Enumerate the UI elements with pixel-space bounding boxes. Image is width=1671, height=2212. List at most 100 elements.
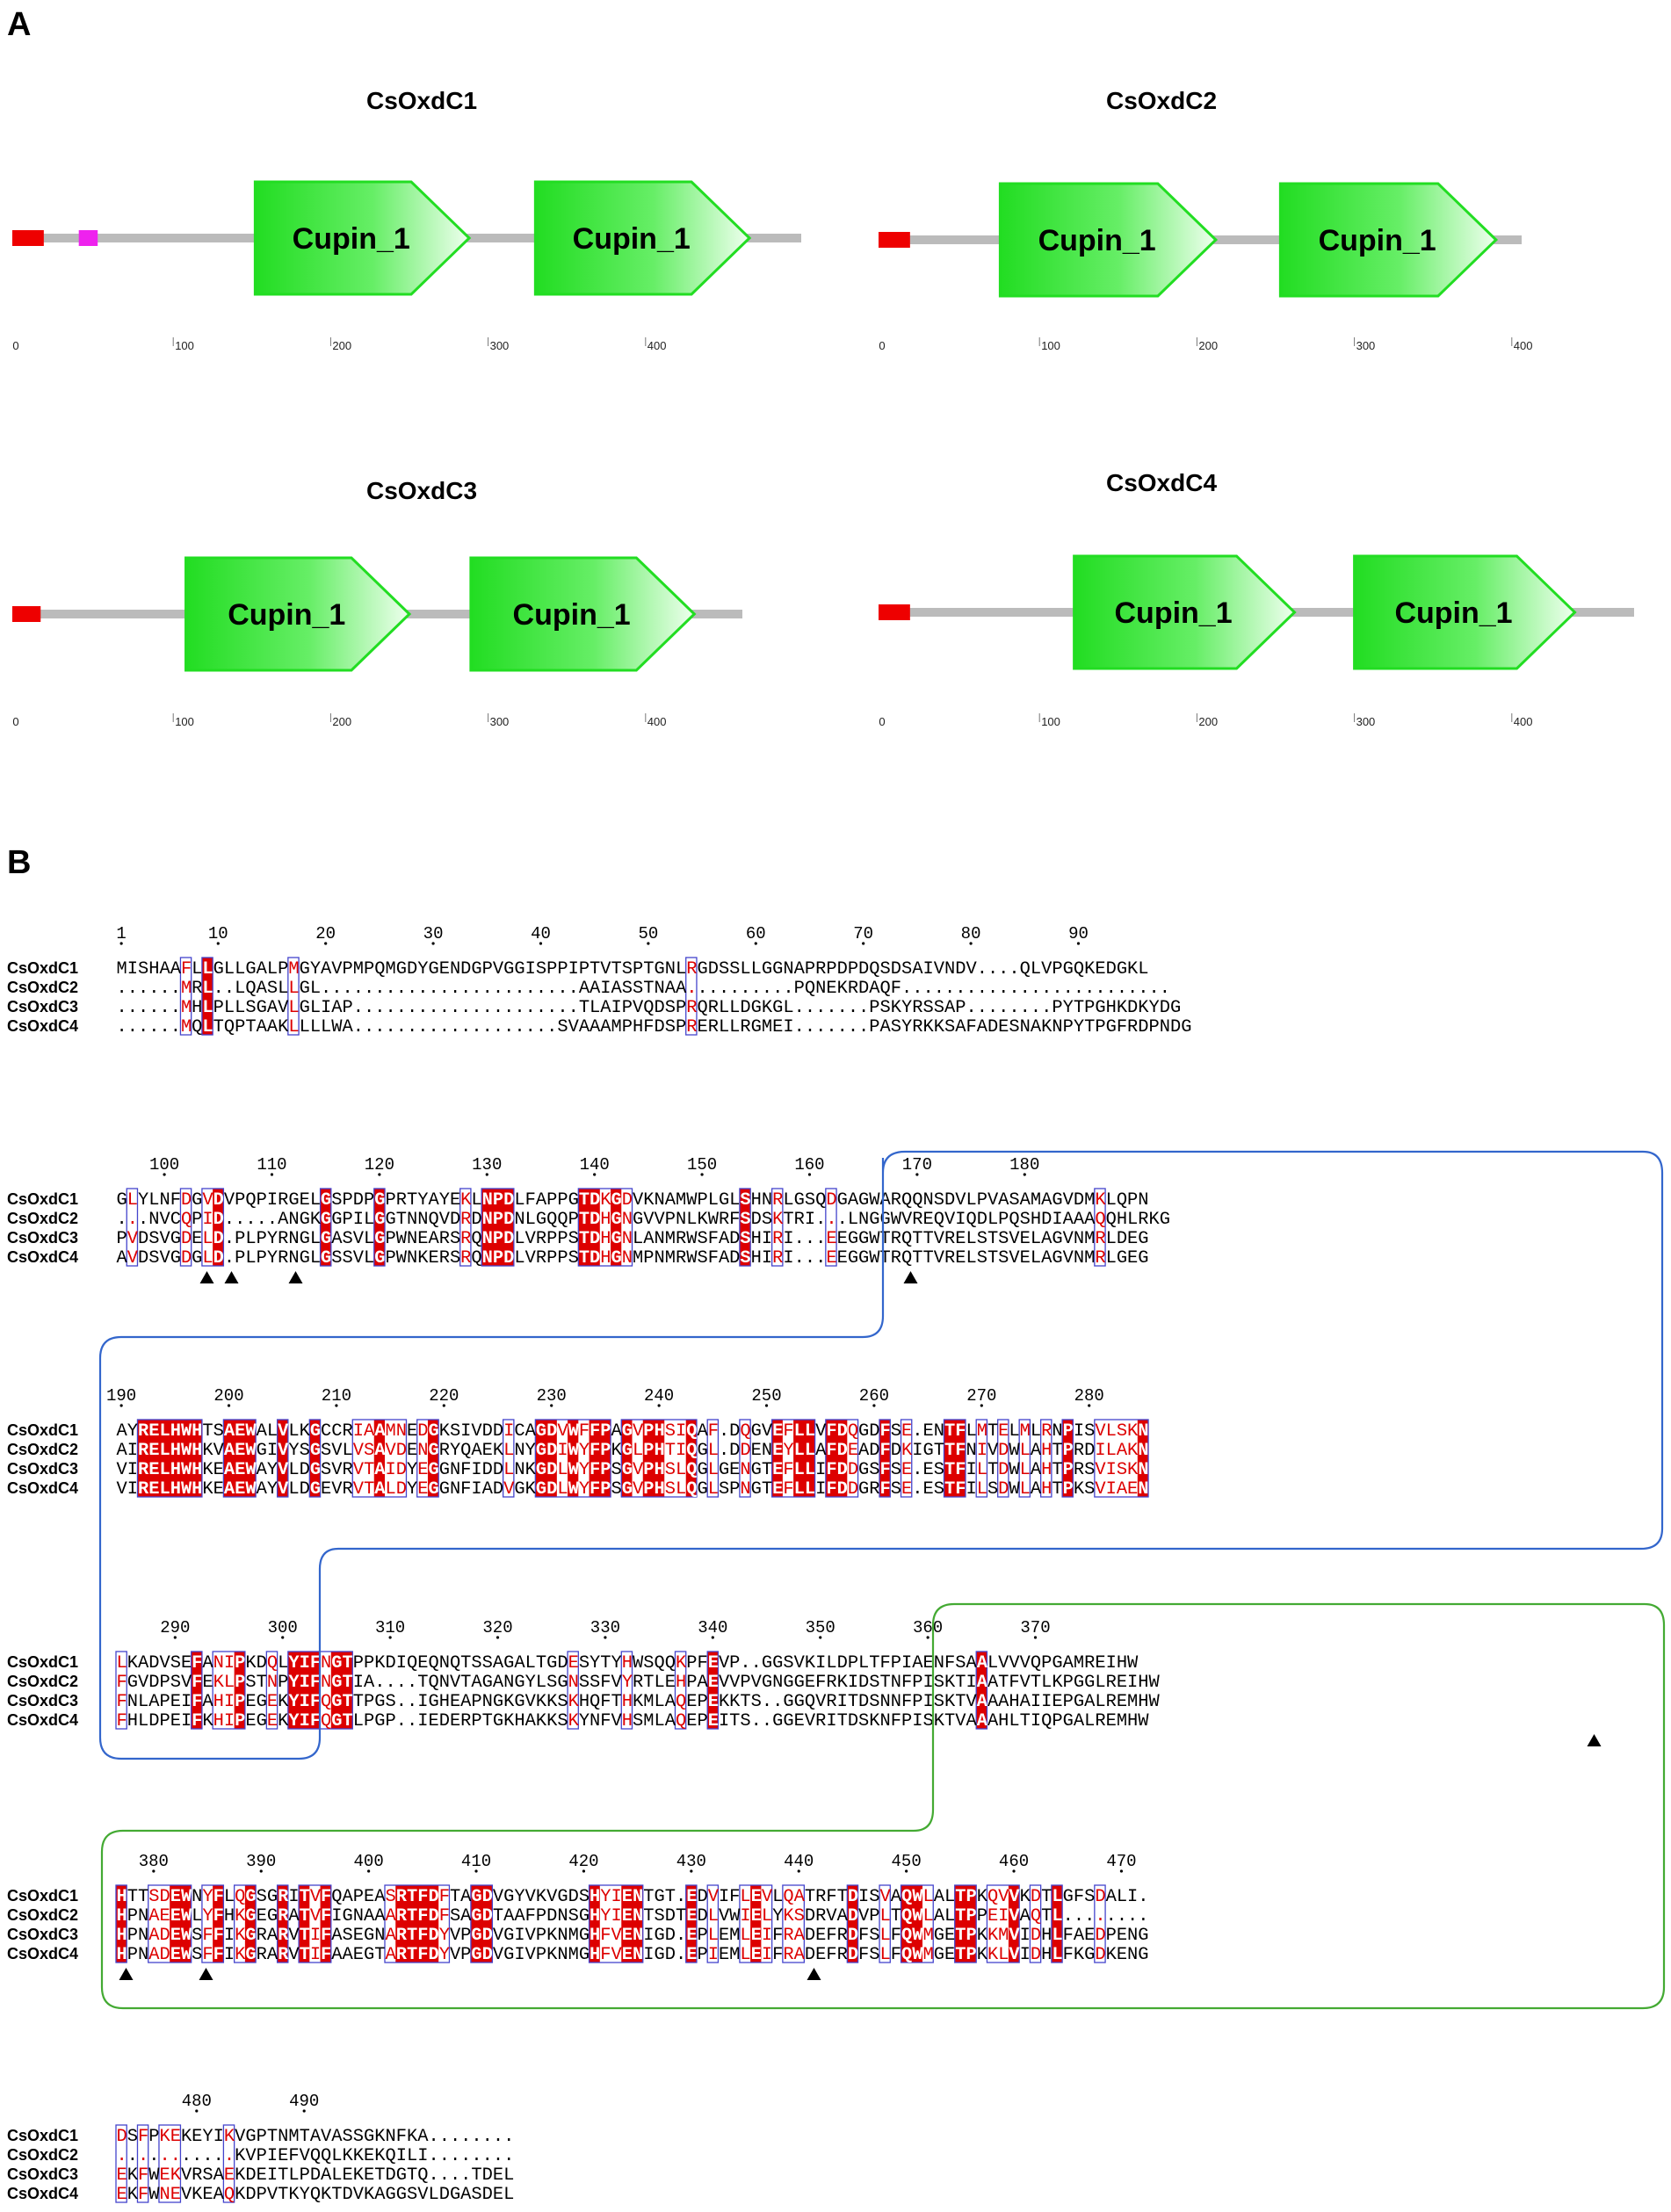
position-number: 420 [568,1852,598,1871]
similarity-frame [825,1419,859,1498]
tick-label: 100 [1041,339,1060,352]
sequence-row: EKFWNEVKEAQKDPVTKYQKTDVKAGGSVLDGASDEL [117,2185,515,2205]
cupin-shape [1073,554,1297,670]
position-dot [980,1404,983,1407]
sequence-row: AYRELHWHTSAEWALVLKGCCRIAAMNEDGKSIVDDICAG… [117,1421,1149,1442]
similarity-frame [782,1884,806,1963]
similarity-frame [770,1419,816,1498]
similarity-frame [276,1419,289,1498]
panel-b-letter: B [7,844,31,881]
sequence-name: CsOxdC1 [7,1653,78,1671]
sequence-row: PVDSVGDELD.PLPYRNGLGASVLGPWNEARSRQNPDLVR… [117,1229,1149,1249]
sequence-row: ......MQLTQPTAAKLLLLWA..................… [117,1017,1192,1037]
similarity-frame [620,1419,698,1498]
identical-column [568,1420,579,1497]
similarity-frame [276,1884,289,1963]
position-dot [1012,1869,1016,1873]
identical-column [847,1885,858,1963]
position-dot [872,1404,876,1407]
identical-column [611,1189,622,1266]
position-number: 70 [853,924,873,943]
identical-column [578,1189,600,1266]
similarity-frame [115,1884,127,1963]
tick-label: 300 [490,339,510,352]
tick-label: 400 [647,339,667,352]
position-number: 80 [961,924,981,943]
position-dot [1023,1173,1026,1176]
identical-column [373,1420,385,1497]
position-number: 220 [429,1386,459,1406]
identical-column [589,1420,611,1497]
position-number: 170 [902,1155,932,1175]
identical-column [481,1189,514,1266]
position-dot [367,1869,371,1873]
similarity-frame [706,1884,720,1963]
position-dot [335,1404,338,1407]
domain-label: Cupin_1 [293,222,410,256]
sequence-name: CsOxdC4 [7,2185,78,2202]
identical-column [287,1652,321,1729]
identical-column [395,1885,439,1963]
identical-column [373,1189,385,1266]
protein-title: CsOxdC1 [366,87,477,114]
sequence-name: CsOxdC1 [7,1190,78,1208]
conserved-ligand-marker [1587,1734,1602,1746]
position-dot [807,1173,812,1176]
position-dot [485,1173,488,1176]
position-number: 90 [1068,924,1089,943]
sequence-row: HPNAEEWLYFHKGEGRATVFIGNAAARTFDFSAGDTAAFP… [117,1906,1149,1926]
position-dot [227,1404,231,1407]
similarity-frame [136,1419,203,1498]
position-dot [690,1869,693,1873]
position-dot [270,1173,274,1176]
position-dot [442,1404,445,1407]
tick-label: 0 [879,715,885,728]
similarity-frame [900,1884,934,1963]
position-dot [764,1404,769,1407]
identical-column [825,1420,848,1497]
similarity-frame [846,1884,859,1963]
similarity-frame [943,1419,966,1498]
similarity-frame [201,957,213,1036]
identical-column [277,1885,288,1963]
cupin-shape [1278,182,1499,298]
similarity-frame [126,1188,139,1267]
signal-peptide [879,232,910,248]
tick-label: 300 [490,715,510,728]
position-number: 350 [806,1618,836,1637]
sequence-name: CsOxdC4 [7,1017,78,1035]
position-number: 370 [1020,1618,1050,1637]
position-number: 460 [999,1852,1029,1871]
position-dot [259,1869,263,1873]
domain-label: Cupin_1 [228,598,345,632]
sequence-name: CsOxdC4 [7,1945,78,1963]
position-number: 310 [375,1618,405,1637]
similarity-frame [997,1419,1009,1498]
position-number: 50 [638,924,658,943]
sequence-row: HPNADEWSFFIKGRARVTIFAAEGTARTFDYVPGDVGIVP… [117,1945,1149,1965]
similarity-frame [148,1884,192,1963]
identical-column [750,1885,762,1963]
position-dot [119,1404,123,1407]
identical-column [201,958,213,1035]
identical-column [879,1420,891,1497]
similarity-frame [1061,1419,1074,1498]
cupin-shape [253,180,472,296]
identical-column [191,1652,202,1729]
tick-label: 0 [879,339,885,352]
similarity-frame [212,1651,246,1730]
identical-column [685,1885,697,1963]
similarity-frame [1051,1884,1063,1963]
position-number: 60 [746,924,766,943]
position-dot [657,1404,661,1407]
similarity-frame [954,1884,977,1963]
identical-column [1051,1885,1063,1963]
sequence-row: ...........KVPIEFVQQLKKEKQILI........ [117,2146,515,2166]
position-number: 230 [537,1386,567,1406]
similarity-frame [1094,1188,1106,1267]
position-number: 430 [676,1852,706,1871]
similarity-frame [706,1651,720,1730]
sequence-row: AIRELHWHKVAEWGIVYSGSVLVSAVDENGRYQAEKLNYG… [117,1441,1149,1461]
